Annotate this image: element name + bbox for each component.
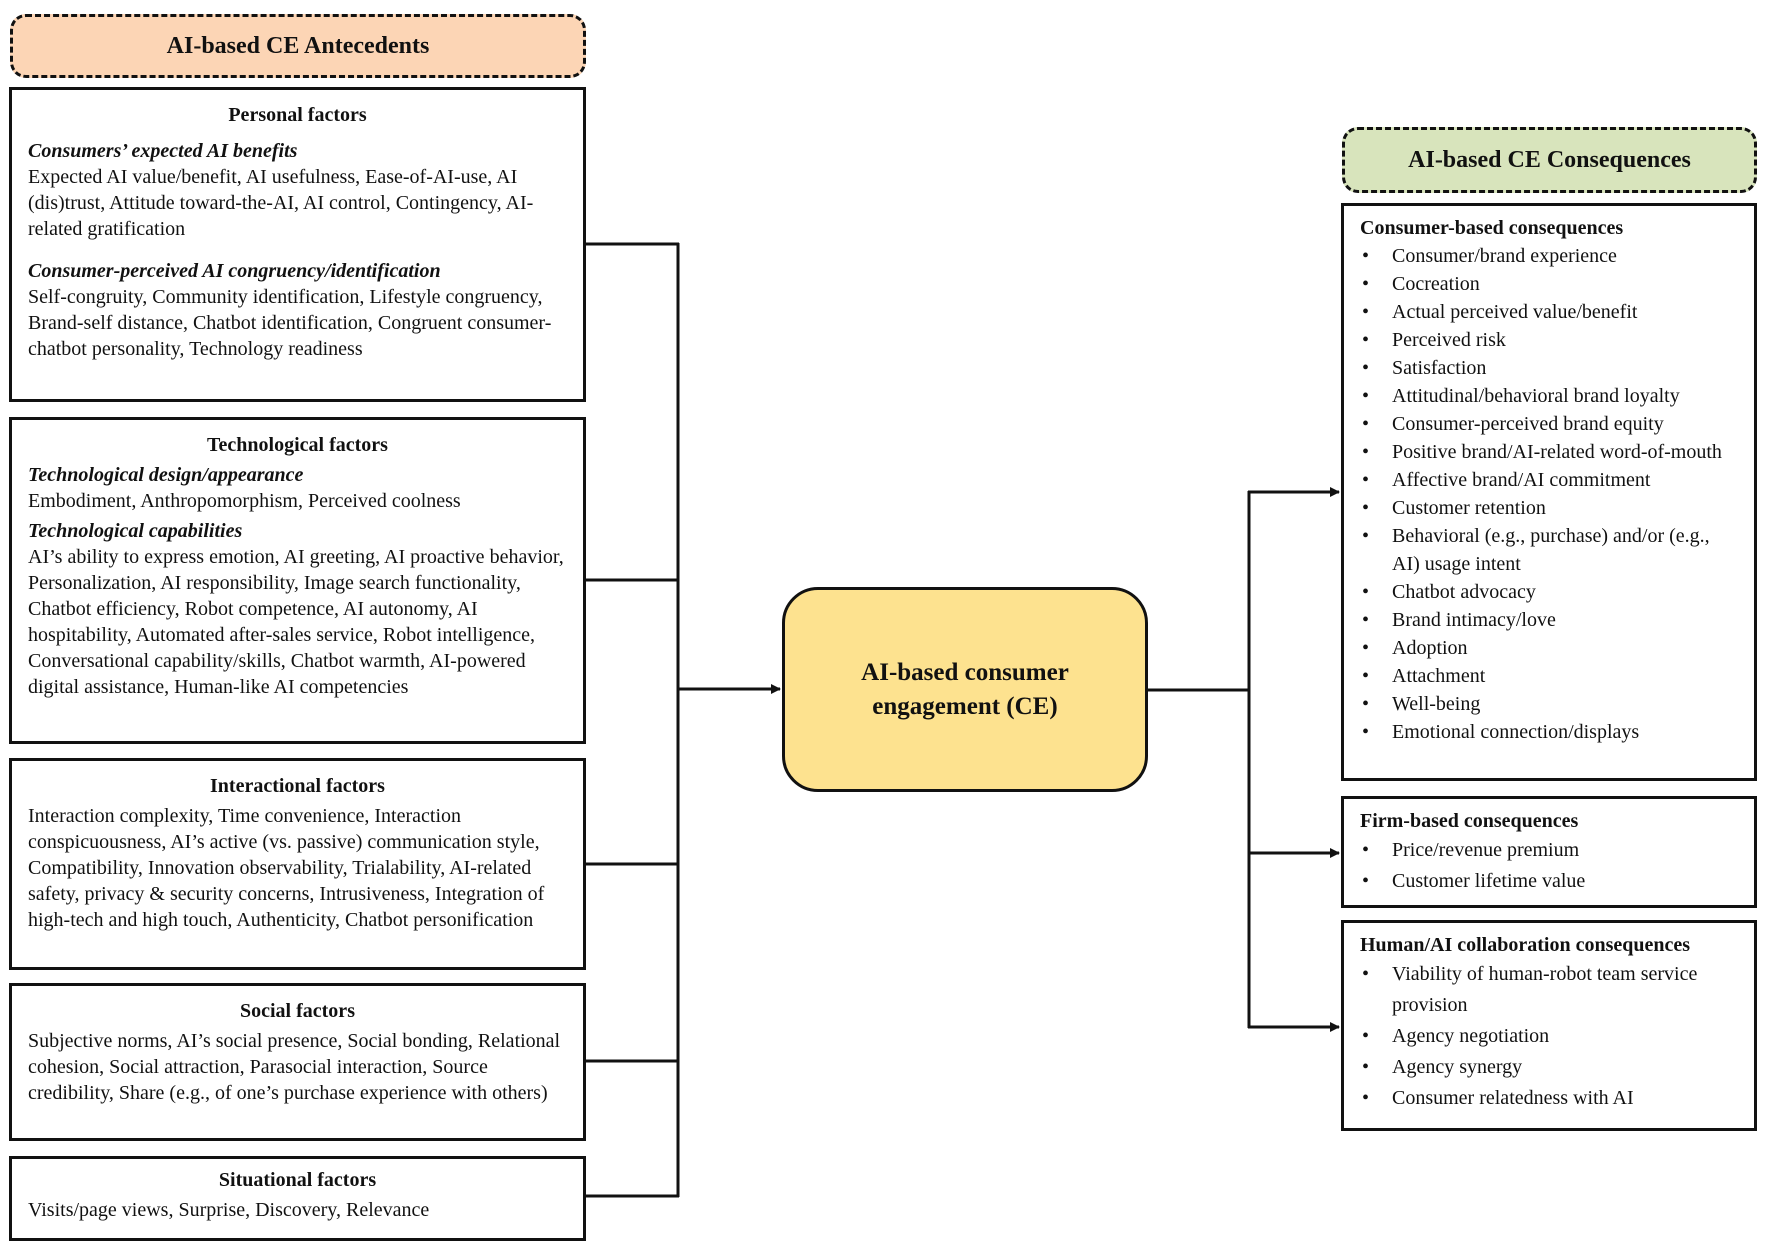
list-item: Brand intimacy/love bbox=[1360, 606, 1740, 634]
tech-subtitle-capabilities: Technological capabilities bbox=[28, 520, 243, 542]
consumer-consequences-list: Consumer/brand experienceCocreationActua… bbox=[1360, 242, 1740, 746]
human-ai-consequences-title: Human/AI collaboration consequences bbox=[1360, 934, 1691, 956]
list-item: Customer retention bbox=[1360, 494, 1740, 522]
personal-subtitle-benefits: Consumers’ expected AI benefits bbox=[28, 140, 298, 162]
ce-center-box: AI-based consumer engagement (CE) bbox=[782, 587, 1148, 792]
ce-label-line2: engagement (CE) bbox=[872, 692, 1058, 720]
antecedents-header: AI-based CE Antecedents bbox=[10, 14, 586, 78]
list-item: Well-being bbox=[1360, 690, 1740, 718]
list-item: Chatbot advocacy bbox=[1360, 578, 1740, 606]
list-item: Cocreation bbox=[1360, 270, 1740, 298]
situational-factors-title: Situational factors bbox=[218, 1169, 377, 1191]
human-ai-consequences-list: Viability of human-robot team service pr… bbox=[1360, 959, 1740, 1114]
consumer-consequences-box: Consumer-based consequences Consumer/bra… bbox=[1341, 203, 1757, 781]
list-item: Positive brand/AI-related word-of-mouth bbox=[1360, 438, 1740, 466]
social-text: Subjective norms, AI’s social presence, … bbox=[28, 1030, 561, 1104]
tech-text-design: Embodiment, Anthropomorphism, Perceived … bbox=[28, 490, 461, 512]
list-item: Perceived risk bbox=[1360, 326, 1740, 354]
personal-factors-box: Personal factors Consumers’ expected AI … bbox=[9, 87, 586, 402]
list-item: Behavioral (e.g., purchase) and/or (e.g.… bbox=[1360, 522, 1740, 578]
list-item: Adoption bbox=[1360, 634, 1740, 662]
interactional-factors-title: Interactional factors bbox=[210, 775, 385, 797]
antecedents-header-label: AI-based CE Antecedents bbox=[166, 32, 430, 59]
list-item: Consumer/brand experience bbox=[1360, 242, 1740, 270]
firm-consequences-list: Price/revenue premiumCustomer lifetime v… bbox=[1360, 835, 1740, 897]
personal-factors-title: Personal factors bbox=[228, 104, 367, 126]
list-item: Attitudinal/behavioral brand loyalty bbox=[1360, 382, 1740, 410]
consequences-header: AI-based CE Consequences bbox=[1342, 127, 1757, 193]
ce-label-line1: AI-based consumer bbox=[861, 658, 1069, 686]
list-item: Customer lifetime value bbox=[1360, 866, 1740, 897]
tech-subtitle-design: Technological design/appearance bbox=[28, 464, 304, 486]
firm-consequences-box: Firm-based consequences Price/revenue pr… bbox=[1341, 796, 1757, 908]
consequences-header-label: AI-based CE Consequences bbox=[1408, 146, 1691, 173]
list-item: Consumer-perceived brand equity bbox=[1360, 410, 1740, 438]
list-item: Consumer relatedness with AI bbox=[1360, 1083, 1740, 1114]
situational-text: Visits/page views, Surprise, Discovery, … bbox=[28, 1199, 430, 1221]
list-item: Affective brand/AI commitment bbox=[1360, 466, 1740, 494]
list-item: Agency synergy bbox=[1360, 1052, 1740, 1083]
tech-text-capabilities: AI’s ability to express emotion, AI gree… bbox=[28, 546, 564, 698]
technological-factors-title: Technological factors bbox=[207, 434, 388, 456]
interactional-factors-box: Interactional factors Interaction comple… bbox=[9, 758, 586, 970]
consumer-consequences-title: Consumer-based consequences bbox=[1360, 217, 1624, 239]
list-item: Attachment bbox=[1360, 662, 1740, 690]
human-ai-consequences-box: Human/AI collaboration consequences Viab… bbox=[1341, 920, 1757, 1131]
personal-subtitle-congruency: Consumer-perceived AI congruency/identif… bbox=[28, 260, 441, 282]
technological-factors-box: Technological factors Technological desi… bbox=[9, 417, 586, 744]
social-factors-title: Social factors bbox=[240, 1000, 355, 1022]
personal-text-congruency: Self-congruity, Community identification… bbox=[28, 286, 552, 360]
list-item: Price/revenue premium bbox=[1360, 835, 1740, 866]
personal-text-benefits: Expected AI value/benefit, AI usefulness… bbox=[28, 166, 534, 240]
list-item: Actual perceived value/benefit bbox=[1360, 298, 1740, 326]
list-item: Satisfaction bbox=[1360, 354, 1740, 382]
interactional-text: Interaction complexity, Time convenience… bbox=[28, 805, 545, 931]
list-item: Viability of human-robot team service pr… bbox=[1360, 959, 1740, 1021]
firm-consequences-title: Firm-based consequences bbox=[1360, 810, 1579, 832]
social-factors-box: Social factors Subjective norms, AI’s so… bbox=[9, 983, 586, 1141]
list-item: Emotional connection/displays bbox=[1360, 718, 1740, 746]
situational-factors-box: Situational factors Visits/page views, S… bbox=[9, 1156, 586, 1241]
list-item: Agency negotiation bbox=[1360, 1021, 1740, 1052]
